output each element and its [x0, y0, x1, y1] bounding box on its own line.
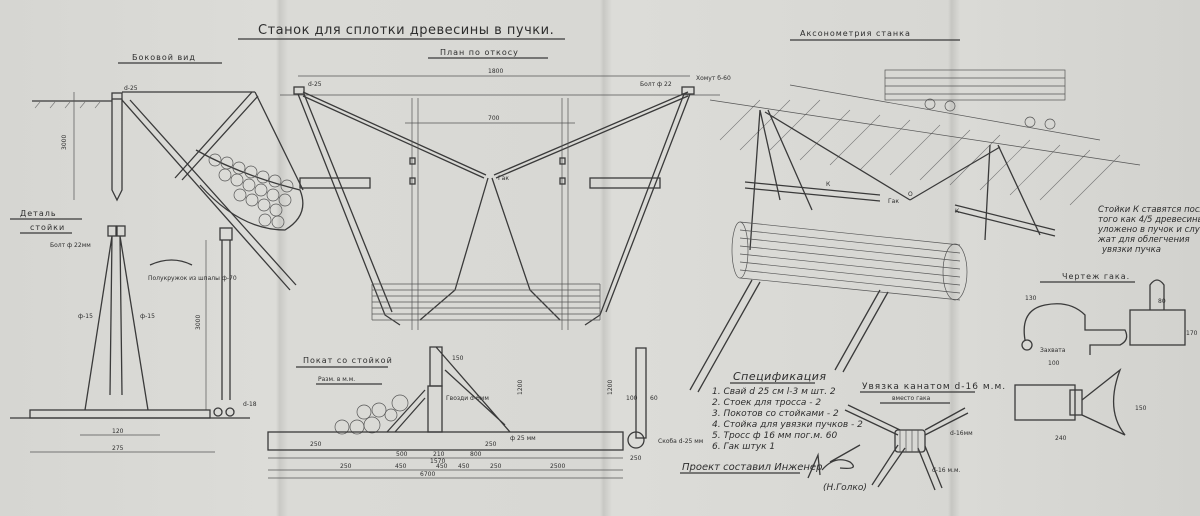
signature-autograph [807, 444, 861, 479]
axon-k1-label: К [826, 181, 831, 188]
plan-pile-label: d-25 [308, 81, 322, 88]
axonometry-title: Аксонометрия станка [800, 29, 911, 38]
spec-item: 4. Стойка для увязки пучков - 2 [712, 420, 863, 430]
detail-title-2: стойки [30, 223, 65, 232]
note-block: Стойки К ставятся после того как 4/5 дре… [1097, 205, 1200, 255]
pokat-dim: 250 [340, 463, 352, 470]
pokat-dim: 100 [626, 395, 638, 402]
pokat-dim: 500 [396, 451, 408, 458]
detail-title-1: Деталь [20, 209, 57, 218]
note-line: увязки пучка [1101, 245, 1161, 255]
hook-drawing: Чертеж гака. Захвата 100 130 80 170 240 … [1014, 272, 1198, 442]
plan-bolt-label: Болт ф 22 [640, 81, 672, 88]
pokat-view: Покат со стойкой Разм. в м.м. Гвозди d-6… [267, 346, 703, 479]
pokat-total-dim: 6700 [420, 471, 435, 478]
pokat-dim: 1570 [430, 458, 445, 465]
tie-d1-label: d-16мм [950, 430, 973, 437]
pokat-dim: 450 [436, 463, 448, 470]
plan-hook-label: Гак [498, 175, 509, 182]
pokat-dim: 250 [310, 441, 322, 448]
spec-item: 6. Гак штук 1 [712, 442, 775, 452]
tie-subtitle: вместо гака [892, 395, 931, 402]
pokat-dim: 800 [470, 451, 482, 458]
pokat-dim: 2500 [550, 463, 565, 470]
plan-view: План по откосу 1800 700 d-25 Болт ф 22 Х… [280, 48, 731, 330]
side-depth-dim: 3000 [61, 135, 68, 150]
note-line: Стойки К ставятся после [1098, 205, 1200, 215]
log-bundle-plan [371, 283, 601, 321]
detail-arc-label: Полукружок из шпалы ф-70 [148, 275, 237, 282]
specification: Спецификация 1. Свай d 25 см l-3 м шт. 2… [712, 370, 863, 452]
side-view: Боковой вид 3000 d-25 [32, 53, 304, 291]
spec-item: 2. Стоек для тросса - 2 [712, 398, 821, 408]
detail-d-label: d-18 [243, 401, 257, 408]
spec-item: 1. Свай d 25 см l-3 м шт. 2 [712, 387, 836, 397]
pokat-dim: 60 [650, 395, 658, 402]
log-bundle-axon [731, 221, 968, 301]
slope-hatching [719, 99, 1121, 206]
rope-tie: Увязка канатом d-16 м.м. вместо гака d-1… [844, 382, 1006, 491]
hook-dim: 170 [1186, 330, 1198, 337]
post-detail: Деталь стойки Болт ф 22мм ф-15 ф-15 Полу… [10, 209, 257, 453]
note-line: того как 4/5 древесины [1098, 215, 1200, 225]
pokat-staple-label: Скоба d-25 мм [658, 438, 703, 445]
spec-item: 3. Покотов со стойками - 2 [712, 409, 839, 419]
pokat-dim: 250 [630, 455, 642, 462]
detail-width-1: 120 [112, 428, 124, 435]
axon-k2-label: К [955, 208, 960, 215]
pokat-dim: 150 [452, 355, 464, 362]
pokat-title: Покат со стойкой [303, 356, 393, 365]
plan-title: План по откосу [440, 48, 519, 57]
spec-item: 5. Тросс ф 16 мм пог.м. 60 [712, 431, 837, 441]
log-bundle-side [208, 153, 294, 229]
plan-width-total: 1800 [488, 68, 503, 75]
pokat-dim: 450 [395, 463, 407, 470]
side-pile-label: d-25 [124, 85, 138, 92]
pokat-rod-label: ф 25 мм [510, 435, 536, 442]
hook-dim: 150 [1135, 405, 1147, 412]
tie-title: Увязка канатом d-16 м.м. [862, 382, 1006, 392]
plan-clamp-label: Хомут б-60 [696, 75, 731, 82]
hook-dim: 100 [1048, 360, 1060, 367]
pokat-dim: 1200 [517, 380, 524, 395]
hook-catch-label: Захвата [1040, 347, 1066, 354]
axon-o-label: О [908, 191, 913, 198]
log-cart [789, 69, 1101, 141]
pokat-dim: 450 [458, 463, 470, 470]
pokat-dim: 210 [433, 451, 445, 458]
detail-bolt-label: Болт ф 22мм [50, 242, 91, 249]
tie-d2-label: d-16 м.м. [932, 467, 960, 474]
hook-dim: 130 [1025, 295, 1037, 302]
plan-width-inner: 700 [488, 115, 500, 122]
pokat-dim: 1200 [607, 380, 614, 395]
pokat-nails-label: Гвозди d-6мм [446, 395, 489, 402]
pokat-units: Разм. в м.м. [318, 376, 355, 383]
specification-title: Спецификация [733, 370, 826, 383]
detail-size-a: ф-15 [78, 313, 93, 320]
note-line: уложено в пучок и слу- [1097, 225, 1200, 235]
hook-dim: 240 [1055, 435, 1067, 442]
detail-size-b: ф-15 [140, 313, 155, 320]
hook-dim: 80 [1158, 298, 1166, 305]
signature-block: Проект составил Инженер (Н.Голко) [680, 444, 867, 493]
pokat-dim: 250 [485, 441, 497, 448]
detail-height-dim: 3000 [195, 315, 202, 330]
main-title-text: Станок для сплотки древесины в пучки. [258, 23, 554, 38]
signature-role: Проект составил Инженер [682, 462, 822, 473]
axon-hook-label: Гак [888, 198, 899, 205]
side-view-title: Боковой вид [132, 53, 196, 62]
note-line: жат для облегчения [1097, 235, 1190, 245]
pokat-dim: 250 [490, 463, 502, 470]
hook-title: Чертеж гака. [1062, 272, 1130, 281]
detail-width-2: 275 [112, 445, 124, 452]
axonometry-view: Аксонометрия станка К К О Гак [689, 29, 1141, 393]
signature-name: (Н.Голко) [823, 483, 867, 493]
main-title: Станок для сплотки древесины в пучки. [238, 23, 565, 40]
